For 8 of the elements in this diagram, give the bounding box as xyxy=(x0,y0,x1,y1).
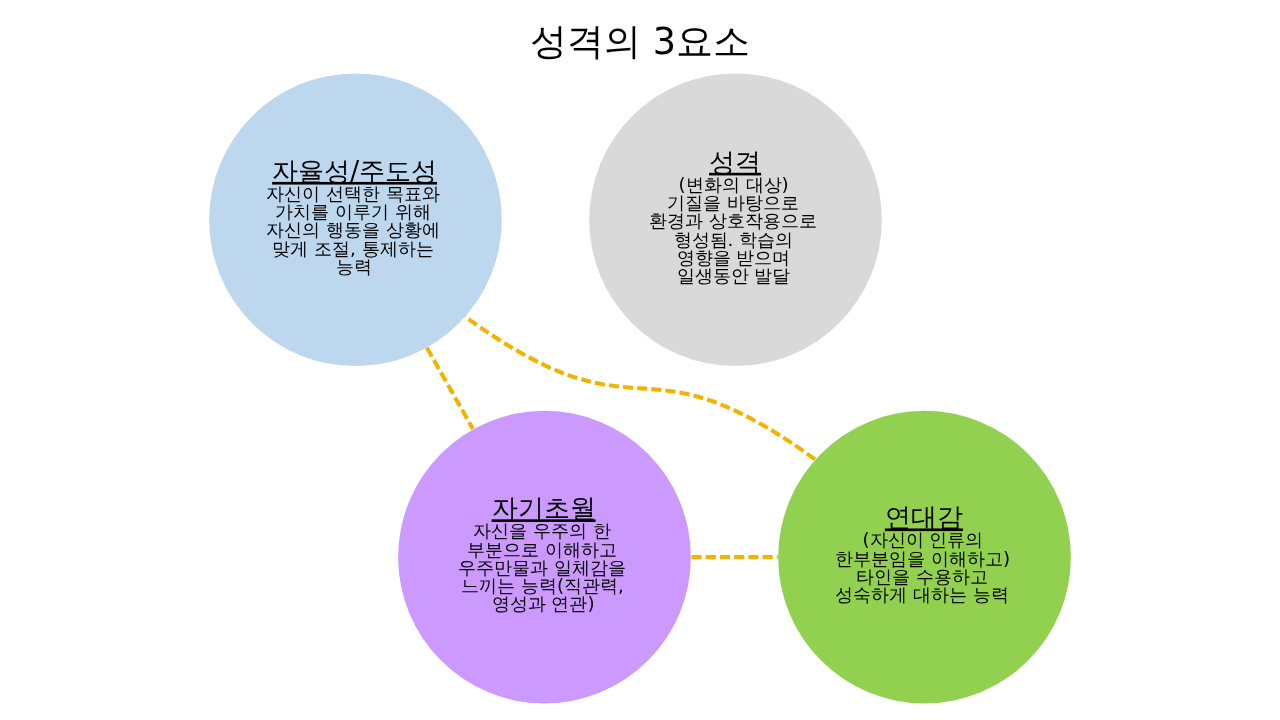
node-circle: 성격 (변화의 대상) 기질을 바탕으로 환경과 상호작용으로 형성됨. 학습의 영향을 받으며 일생동안 발달 xyxy=(589,73,882,367)
node-circle: 자율성/주도성 자신이 선택한 목표와 가치를 이루기 위해 자신의 행동을 상황에 맞게 조절, 통제하는 능력 xyxy=(209,73,502,367)
node-circle: 연대감 (자신이 인류의 한부분임을 이해하고) 타인을 수용하고 성숙하게 대하는 능력 xyxy=(778,410,1071,704)
node-circle: 자기초월 자신을 우주의 한 부분으로 이해하고 우주만물과 일체감을 느끼는 능력(직관력, 영성과 연관) xyxy=(398,410,691,704)
connector xyxy=(425,346,475,430)
connector xyxy=(691,555,778,560)
diagram-title: 성격의 3요소 xyxy=(530,19,750,63)
connector xyxy=(463,315,817,462)
